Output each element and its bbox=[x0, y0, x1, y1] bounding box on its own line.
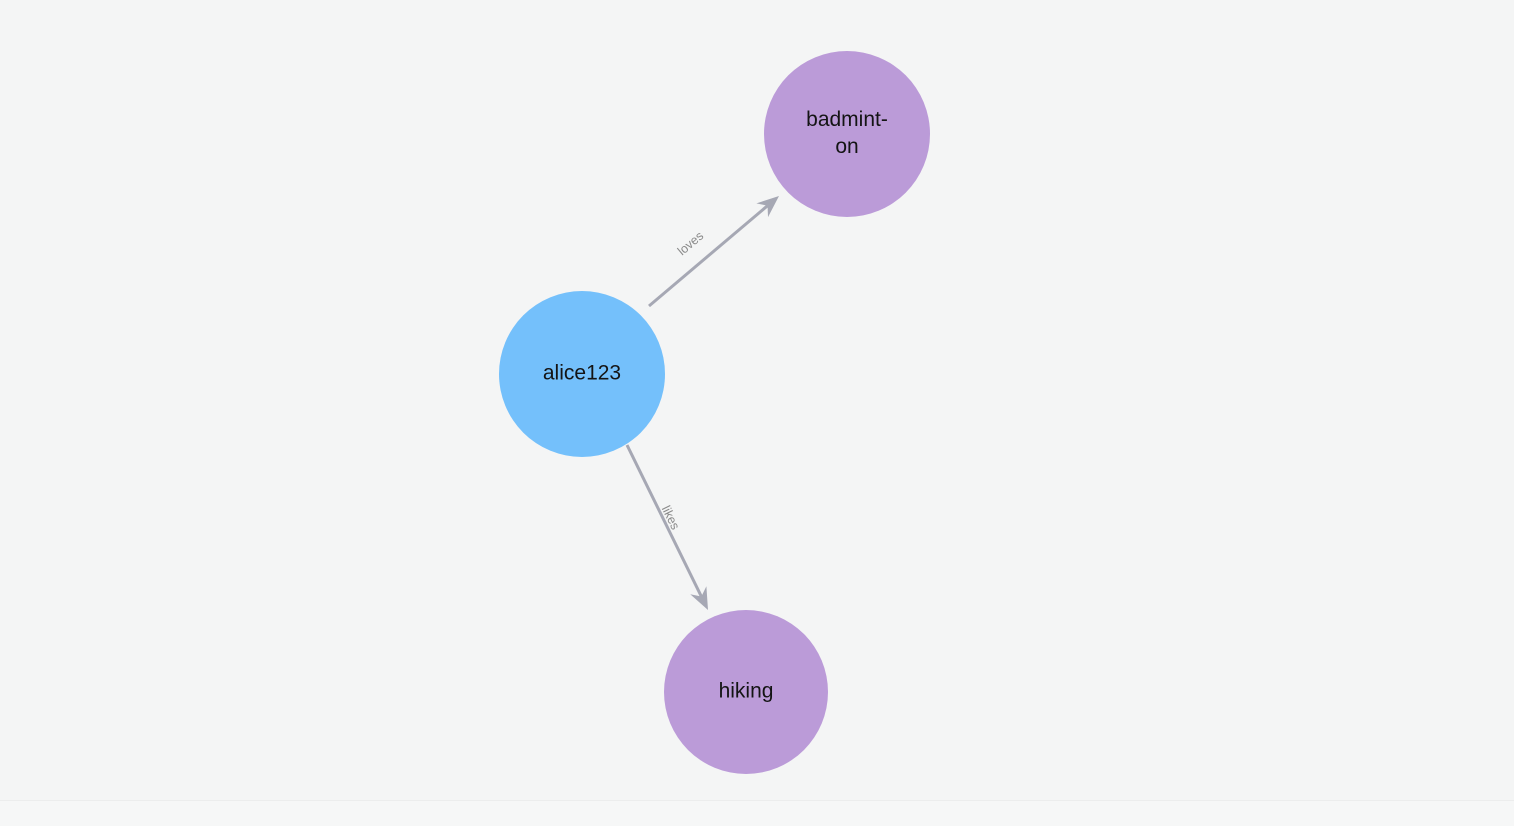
graph-node-badminton[interactable]: badmint-on bbox=[764, 51, 930, 217]
graph-node-alice123[interactable]: alice123 bbox=[499, 291, 665, 457]
graph-edge[interactable]: likes bbox=[625, 444, 708, 610]
node-circle[interactable] bbox=[764, 51, 930, 217]
footer-divider bbox=[0, 800, 1514, 801]
edge-label: loves bbox=[675, 229, 706, 258]
edge-line bbox=[648, 204, 769, 308]
footer-strip bbox=[0, 801, 1514, 826]
edge-arrowhead-icon bbox=[756, 196, 779, 218]
graph-node-hiking[interactable]: hiking bbox=[664, 610, 828, 774]
graph-edge[interactable]: loves bbox=[648, 196, 779, 308]
edge-arrowhead-icon bbox=[690, 586, 708, 610]
nodes-layer: alice123 badmint-on hiking bbox=[499, 51, 930, 774]
node-circle[interactable] bbox=[499, 291, 665, 457]
node-circle[interactable] bbox=[664, 610, 828, 774]
edge-line bbox=[625, 444, 703, 598]
